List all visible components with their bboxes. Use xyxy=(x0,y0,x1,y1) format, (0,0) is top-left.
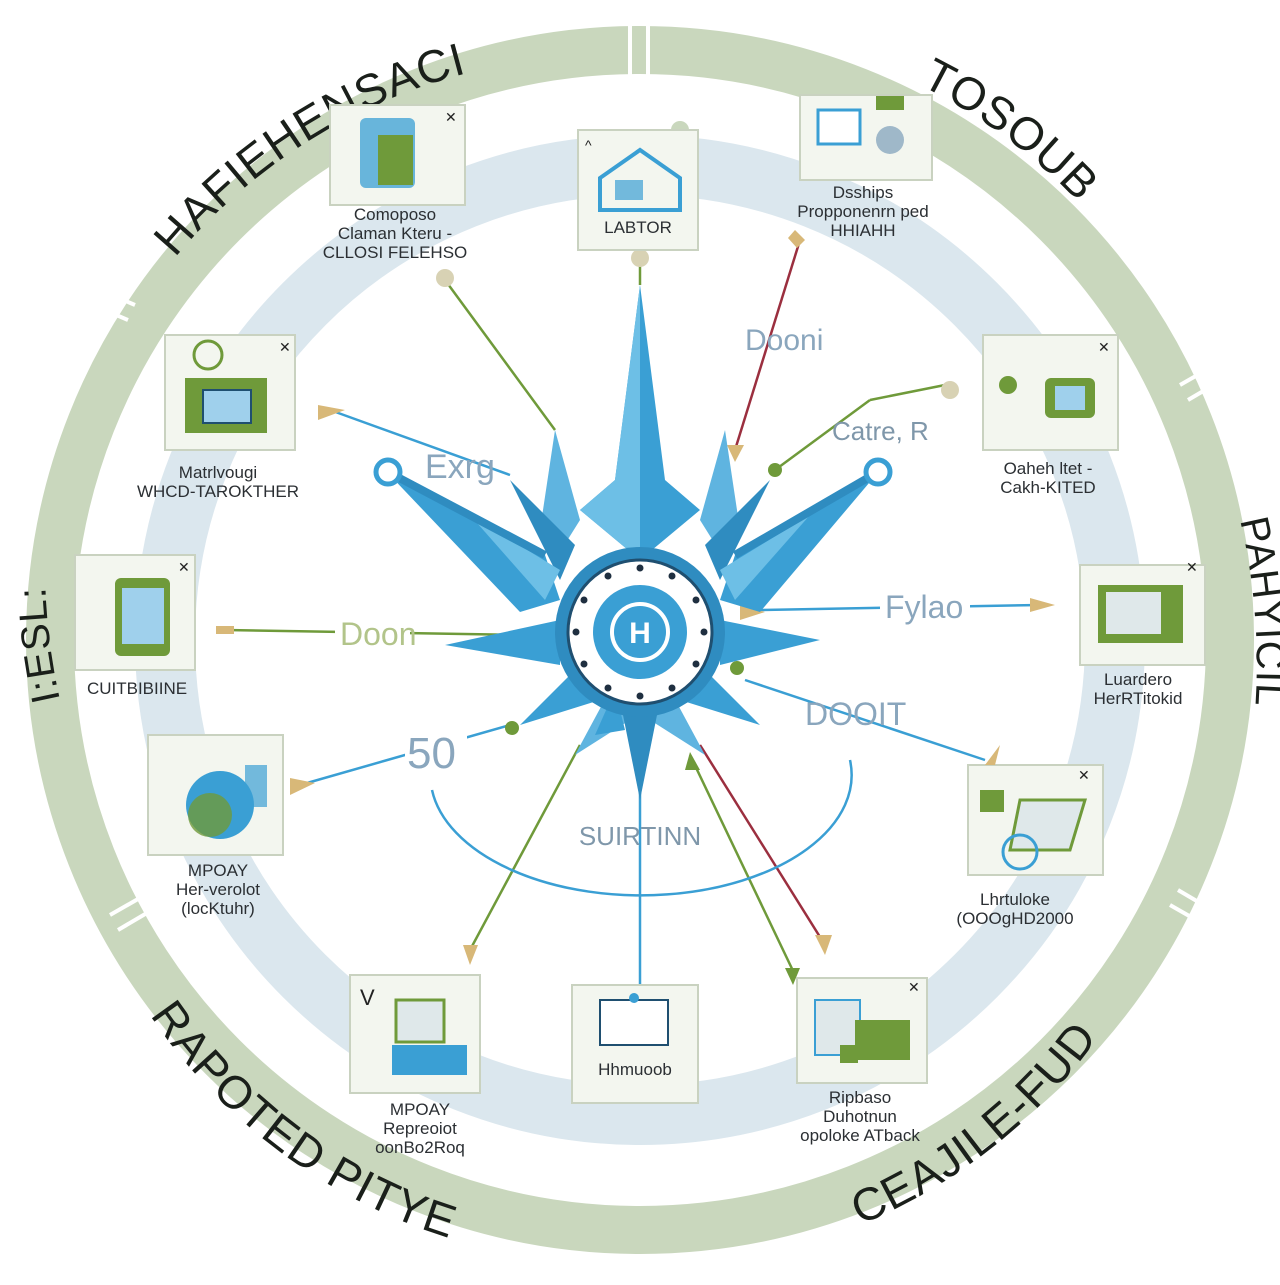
connector-bottom-right-b xyxy=(698,744,827,946)
connector-right-upper-b xyxy=(774,398,871,472)
card-lower-right[interactable]: ✕ xyxy=(967,745,1104,876)
close-icon[interactable]: ✕ xyxy=(1098,339,1110,355)
central-hub[interactable]: H xyxy=(555,547,725,717)
card-caption-mid-right: Oaheh ltet - xyxy=(1004,459,1093,478)
close-icon[interactable]: ✕ xyxy=(1078,767,1090,783)
card-caption-top-left: Claman Kteru - xyxy=(338,224,452,243)
node-right-upper xyxy=(941,381,959,399)
card-caption-bottom-right: Ripbaso xyxy=(829,1088,891,1107)
connector-right-upper-a xyxy=(869,383,946,402)
close-icon[interactable]: ✕ xyxy=(279,339,291,355)
label-number-bg xyxy=(405,728,467,772)
connector-arc xyxy=(430,759,853,897)
arrow-marker-bottom-right xyxy=(815,935,832,955)
card-caption-bottom-left: MPOAY xyxy=(390,1100,450,1119)
card-caption-bottom-left: Repreoiot xyxy=(383,1119,457,1138)
arrow-marker-green xyxy=(785,968,800,985)
hub-dots xyxy=(572,564,708,700)
card-caption-top-right: Propponenrn ped xyxy=(797,202,928,221)
connector-bottom-right-a xyxy=(688,754,797,976)
card-bottom-left[interactable]: V xyxy=(349,974,481,1094)
arrow-marker-top-right-start xyxy=(788,230,805,248)
label-right: Fylao xyxy=(885,589,963,625)
label-left-upper: Exrg xyxy=(425,448,495,486)
caret-icon: ^ xyxy=(585,137,592,153)
hub-glyph: H xyxy=(629,617,651,650)
arrow-marker-lower-left xyxy=(290,778,315,795)
arrow-marker-bottom-left xyxy=(463,945,478,965)
node-green-b xyxy=(505,721,519,735)
card-caption-right: HerRTitokid xyxy=(1094,689,1183,708)
label-left-bg xyxy=(335,618,410,650)
card-caption-lower-left: Her-verolot xyxy=(176,880,260,899)
arrow-marker-left xyxy=(216,626,234,634)
card-caption-lower-left: MPOAY xyxy=(188,861,248,880)
card-caption-mid-left: WHCD-TAROKTHER xyxy=(137,482,299,501)
card-caption-left: CUITBIBIINE xyxy=(87,679,187,698)
node-green-a xyxy=(768,463,782,477)
card-caption-top-left: CLLOSI FELEHSO xyxy=(323,243,468,262)
card-caption-lower-right: Lhrtuloke xyxy=(980,890,1050,909)
cards: ✕ ^ ✕ ✕ xyxy=(74,94,1206,1104)
arrow-marker-mid-left xyxy=(318,405,345,420)
node-green-c xyxy=(730,661,744,675)
card-caption-mid-left: Matrlvougi xyxy=(179,463,257,482)
card-caption-top-right: HHIAHH xyxy=(830,221,895,240)
card-caption-right: Luardero xyxy=(1104,670,1172,689)
label-left: Doon xyxy=(340,616,417,652)
label-center-bottom: SUIRTINN xyxy=(579,821,701,851)
label-right-upper: Catre, R xyxy=(832,416,929,446)
arrow-marker-top-right xyxy=(727,445,744,462)
hub-core-ring xyxy=(610,602,670,662)
arrow-marker-up xyxy=(685,752,700,770)
card-caption-mid-right: Cakh-KITED xyxy=(1000,478,1095,497)
connectors xyxy=(224,239,1041,990)
close-icon[interactable]: ✕ xyxy=(908,979,920,995)
card-caption-bottom: Hhmuoob xyxy=(598,1060,672,1079)
arrow-marker-hub-right xyxy=(740,605,765,620)
connector-top-right xyxy=(733,239,802,451)
connector-bottom-left xyxy=(468,744,582,951)
label-right-lower: DOOIT xyxy=(805,696,906,732)
outer-ring-ticks xyxy=(92,25,1224,932)
card-caption-top-right: Dsships xyxy=(833,183,893,202)
card-caption-lower-left: (locKtuhr) xyxy=(181,899,255,918)
card-lower-left[interactable] xyxy=(147,734,284,856)
card-top-left[interactable]: ✕ xyxy=(329,104,466,206)
card-bottom-right[interactable]: ✕ xyxy=(796,977,928,1084)
card-caption-top-left: Comoposo xyxy=(354,205,436,224)
card-right[interactable]: ✕ xyxy=(1079,559,1206,666)
close-icon[interactable]: ✕ xyxy=(445,109,457,125)
card-mid-right[interactable]: ✕ xyxy=(982,334,1119,451)
card-top-right[interactable] xyxy=(799,94,933,181)
connector-labels: Dooni Catre, R Exrg Doon Fylao DOOIT 50 … xyxy=(335,324,970,851)
label-number: 50 xyxy=(407,729,456,778)
arrow-marker-right xyxy=(1030,598,1055,612)
card-mid-left[interactable]: ✕ xyxy=(164,334,296,451)
card-bottom[interactable] xyxy=(571,984,699,1104)
outer-ring xyxy=(26,26,1254,1254)
connector-mid-left xyxy=(329,408,511,477)
card-left[interactable]: ✕ xyxy=(74,554,196,671)
node-top-left xyxy=(436,269,454,287)
label-right-bg xyxy=(880,590,970,624)
card-caption-top: LABTOR xyxy=(604,218,672,237)
card-caption-lower-right: (OOOgHD2000 xyxy=(956,909,1073,928)
close-icon[interactable]: ✕ xyxy=(1186,559,1198,575)
check-icon: V xyxy=(360,985,375,1010)
card-caption-bottom-left: oonBo2Roq xyxy=(375,1138,465,1157)
card-caption-bottom-right: opoloke ATback xyxy=(800,1126,920,1145)
connector-right-lower xyxy=(744,678,986,762)
hub-core xyxy=(593,585,687,679)
close-icon[interactable]: ✕ xyxy=(178,559,190,575)
connector-top-left xyxy=(443,279,557,431)
card-top[interactable]: ^ xyxy=(577,129,699,251)
label-upper-center: Dooni xyxy=(745,324,823,357)
card-caption-bottom-right: Duhotnun xyxy=(823,1107,897,1126)
node-top xyxy=(631,249,649,267)
